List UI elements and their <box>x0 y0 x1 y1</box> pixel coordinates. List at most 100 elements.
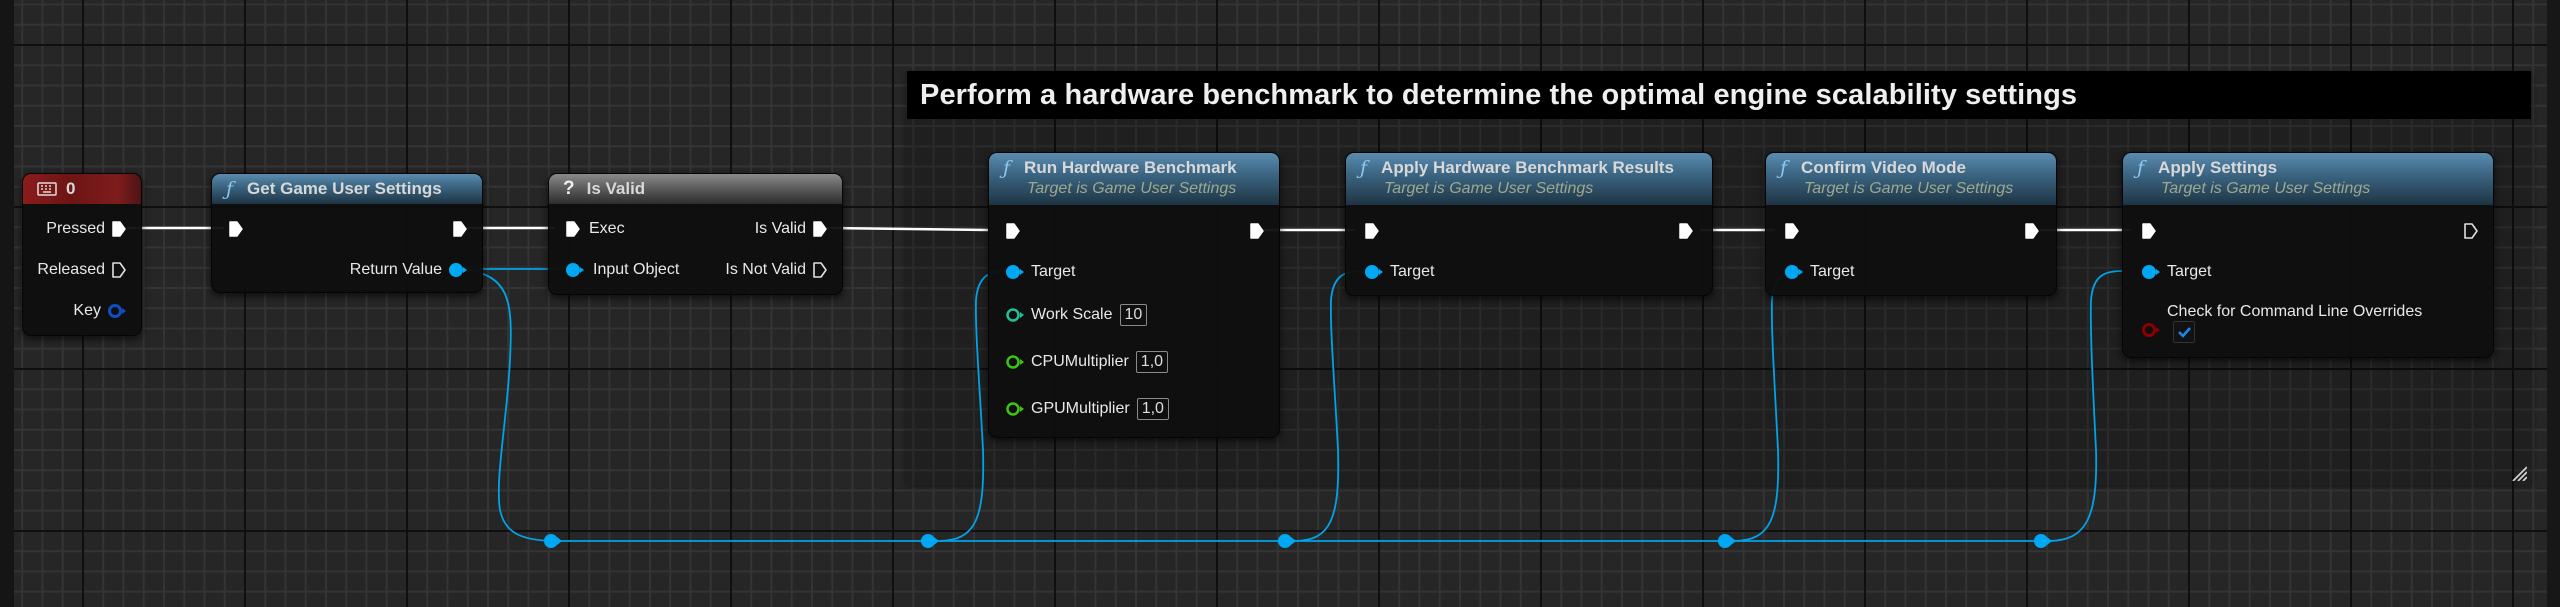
exec-in-pin-icon[interactable] <box>2141 222 2157 240</box>
reroute-node-2 <box>921 534 939 548</box>
exec-pin-icon <box>813 221 827 237</box>
node-header: ? Is Valid <box>549 174 842 204</box>
pin-label: Target <box>1031 263 1076 280</box>
function-icon: ƒ <box>1003 157 1011 179</box>
node-title: Is Valid <box>586 179 646 198</box>
key-pin[interactable]: Key <box>73 300 127 322</box>
command-line-overrides-checkbox[interactable] <box>2173 321 2195 343</box>
target-pin[interactable]: Target <box>1784 261 1854 283</box>
struct-pin-icon <box>108 304 126 318</box>
node-subtitle: Target is Game User Settings <box>2161 180 2371 197</box>
pin-label: Key <box>73 302 101 319</box>
work-scale-pin[interactable]: Work Scale 10 <box>1005 304 1148 326</box>
cpu-multiplier-pin[interactable]: CPUMultiplier 1,0 <box>1005 351 1169 373</box>
pin-label: Target <box>1810 263 1855 280</box>
key-event-node[interactable]: 0 Pressed Released Key <box>22 173 142 336</box>
node-title: 0 <box>66 179 76 198</box>
pin-label: CPUMultiplier <box>1031 353 1129 370</box>
pin-label: Input Object <box>593 261 680 278</box>
target-pin[interactable]: Target <box>1364 261 1434 283</box>
exec-wire <box>825 226 990 232</box>
cpu-multiplier-input[interactable]: 1,0 <box>1135 351 1169 373</box>
pressed-pin[interactable]: Pressed <box>46 218 127 240</box>
pin-label: Is Valid <box>754 220 806 237</box>
function-icon: ƒ <box>2137 157 2145 179</box>
checkmark-icon <box>2178 327 2191 338</box>
object-pin-icon <box>1365 265 1383 279</box>
question-icon: ? <box>563 178 575 199</box>
exec-in-pin-icon[interactable] <box>228 220 244 238</box>
exec-in-pin-icon[interactable] <box>1005 222 1021 240</box>
pin-label: Check for Command Line Overrides <box>2167 303 2423 320</box>
reroute-node-3 <box>1278 534 1296 548</box>
pin-label: GPUMultiplier <box>1031 400 1130 417</box>
reroute-knots <box>544 534 2052 548</box>
input-object-pin[interactable]: Input Object <box>565 259 679 281</box>
node-title: Run Hardware Benchmark <box>1024 158 1237 177</box>
target-pin[interactable]: Target <box>2141 261 2211 283</box>
exec-pin-icon <box>112 221 126 237</box>
exec-out-pin-icon[interactable] <box>2463 222 2479 240</box>
pin-label: Target <box>1390 263 1435 280</box>
pin-label: Released <box>37 261 105 278</box>
exec-out-pin-icon[interactable] <box>1249 222 1265 240</box>
run-hardware-benchmark-node[interactable]: ƒ Run Hardware Benchmark Target is Game … <box>988 152 1280 438</box>
return-value-pin[interactable]: Return Value <box>350 259 468 281</box>
get-game-user-settings-node[interactable]: ƒ Get Game User Settings Return Value <box>211 173 483 293</box>
node-title: Apply Settings <box>2158 158 2278 177</box>
function-icon: ƒ <box>1360 157 1368 179</box>
is-not-valid-out-pin[interactable]: Is Not Valid <box>725 259 828 281</box>
node-title: Confirm Video Mode <box>1801 158 1967 177</box>
is-valid-out-pin[interactable]: Is Valid <box>755 218 828 240</box>
object-pin-icon <box>1006 265 1024 279</box>
node-header: ƒ Apply Hardware Benchmark Results Targe… <box>1346 153 1712 205</box>
node-subtitle: Target is Game User Settings <box>1804 180 2014 197</box>
object-pin-icon <box>566 263 584 277</box>
node-header: ƒ Confirm Video Mode Target is Game User… <box>1766 153 2056 205</box>
node-header: ƒ Run Hardware Benchmark Target is Game … <box>989 153 1279 205</box>
gpu-multiplier-input[interactable]: 1,0 <box>1136 398 1169 420</box>
exec-in-pin[interactable]: Exec <box>565 218 625 240</box>
pin-label: Is Not Valid <box>725 261 806 278</box>
pin-label: Exec <box>589 220 625 237</box>
apply-hardware-benchmark-results-node[interactable]: ƒ Apply Hardware Benchmark Results Targe… <box>1345 152 1713 296</box>
exec-out-pin-icon[interactable] <box>2024 222 2040 240</box>
node-header: 0 <box>23 174 141 204</box>
bool-pin-icon[interactable] <box>2141 322 2161 338</box>
node-header: ƒ Apply Settings Target is Game User Set… <box>2123 153 2493 205</box>
confirm-video-mode-node[interactable]: ƒ Confirm Video Mode Target is Game User… <box>1765 152 2057 296</box>
function-icon: ƒ <box>1780 157 1788 179</box>
command-line-overrides-label: Check for Command Line Overrides <box>2167 301 2422 323</box>
exec-pin-icon <box>112 262 126 278</box>
pin-label: Target <box>2167 263 2212 280</box>
target-pin[interactable]: Target <box>1005 261 1075 283</box>
graph-left-edge <box>0 0 14 607</box>
int-pin-icon <box>1006 308 1024 322</box>
exec-out-pin-icon[interactable] <box>452 220 468 238</box>
work-scale-input[interactable]: 10 <box>1119 304 1148 326</box>
comment-header[interactable]: Perform a hardware benchmark to determin… <box>907 71 2531 119</box>
is-valid-node[interactable]: ? Is Valid Exec Input Object Is Valid Is… <box>548 173 843 295</box>
object-pin-icon <box>2142 265 2160 279</box>
exec-out-pin-icon[interactable] <box>1678 222 1694 240</box>
node-header: ƒ Get Game User Settings <box>212 174 482 204</box>
graph-right-edge <box>2547 0 2560 607</box>
exec-in-pin-icon[interactable] <box>1364 222 1380 240</box>
float-pin-icon <box>1006 355 1024 369</box>
released-pin[interactable]: Released <box>37 259 127 281</box>
object-pin-icon <box>449 263 467 277</box>
node-subtitle: Target is Game User Settings <box>1027 180 1237 197</box>
apply-settings-node[interactable]: ƒ Apply Settings Target is Game User Set… <box>2122 152 2494 358</box>
exec-pin-icon <box>566 221 580 237</box>
node-subtitle: Target is Game User Settings <box>1384 180 1594 197</box>
gpu-multiplier-pin[interactable]: GPUMultiplier 1,0 <box>1005 398 1169 420</box>
pin-label: Pressed <box>46 220 105 237</box>
comment-title: Perform a hardware benchmark to determin… <box>920 78 2078 111</box>
exec-in-pin-icon[interactable] <box>1784 222 1800 240</box>
object-pin-icon <box>1785 265 1803 279</box>
pin-label: Return Value <box>349 261 442 278</box>
resize-grip-icon[interactable] <box>2511 465 2527 481</box>
object-wires <box>461 268 2123 542</box>
float-pin-icon <box>1006 402 1024 416</box>
